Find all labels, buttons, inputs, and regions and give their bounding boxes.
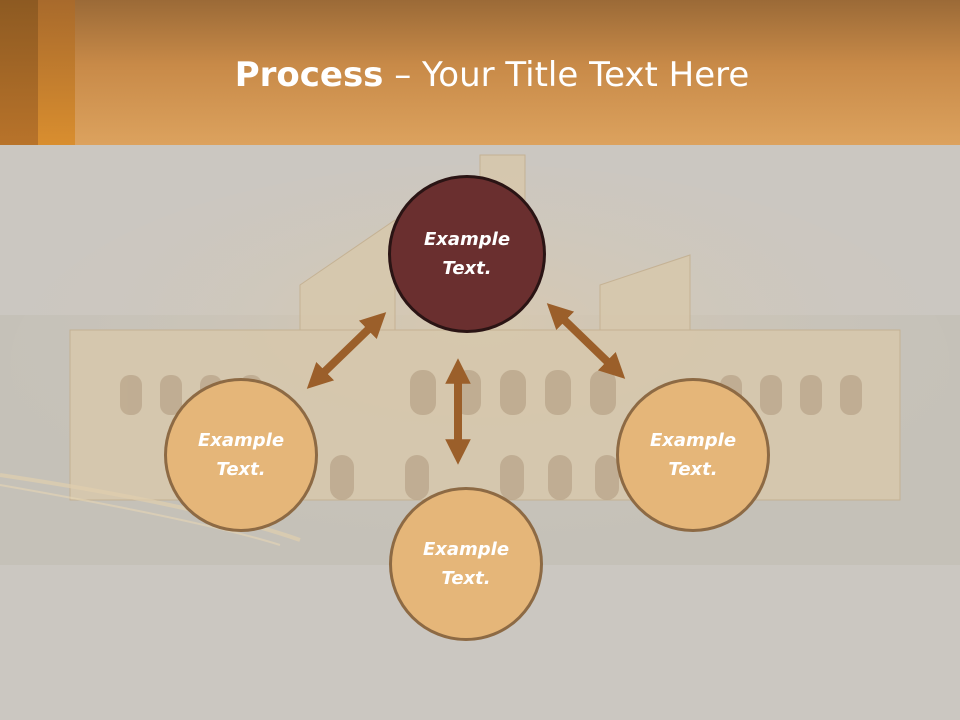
header-accent-bar xyxy=(38,0,75,145)
header-accent-bar xyxy=(0,0,38,145)
process-node-left: Example Text. xyxy=(164,378,318,532)
node-label: Example Text. xyxy=(649,430,737,480)
process-node-bottom: Example Text. xyxy=(389,487,543,641)
arrow-top-left xyxy=(306,312,387,389)
process-node-top: Example Text. xyxy=(388,175,546,333)
node-label: Example Text. xyxy=(423,229,511,279)
process-node-right: Example Text. xyxy=(616,378,770,532)
node-label: Example Text. xyxy=(197,430,285,480)
title-band xyxy=(0,0,960,145)
node-label: Example Text. xyxy=(422,539,510,589)
title-bold: Process xyxy=(234,55,384,95)
title-rest: – Your Title Text Here xyxy=(383,55,750,95)
arrow-top-right xyxy=(546,303,626,379)
slide-title: Process – Your Title Text Here xyxy=(0,52,960,98)
